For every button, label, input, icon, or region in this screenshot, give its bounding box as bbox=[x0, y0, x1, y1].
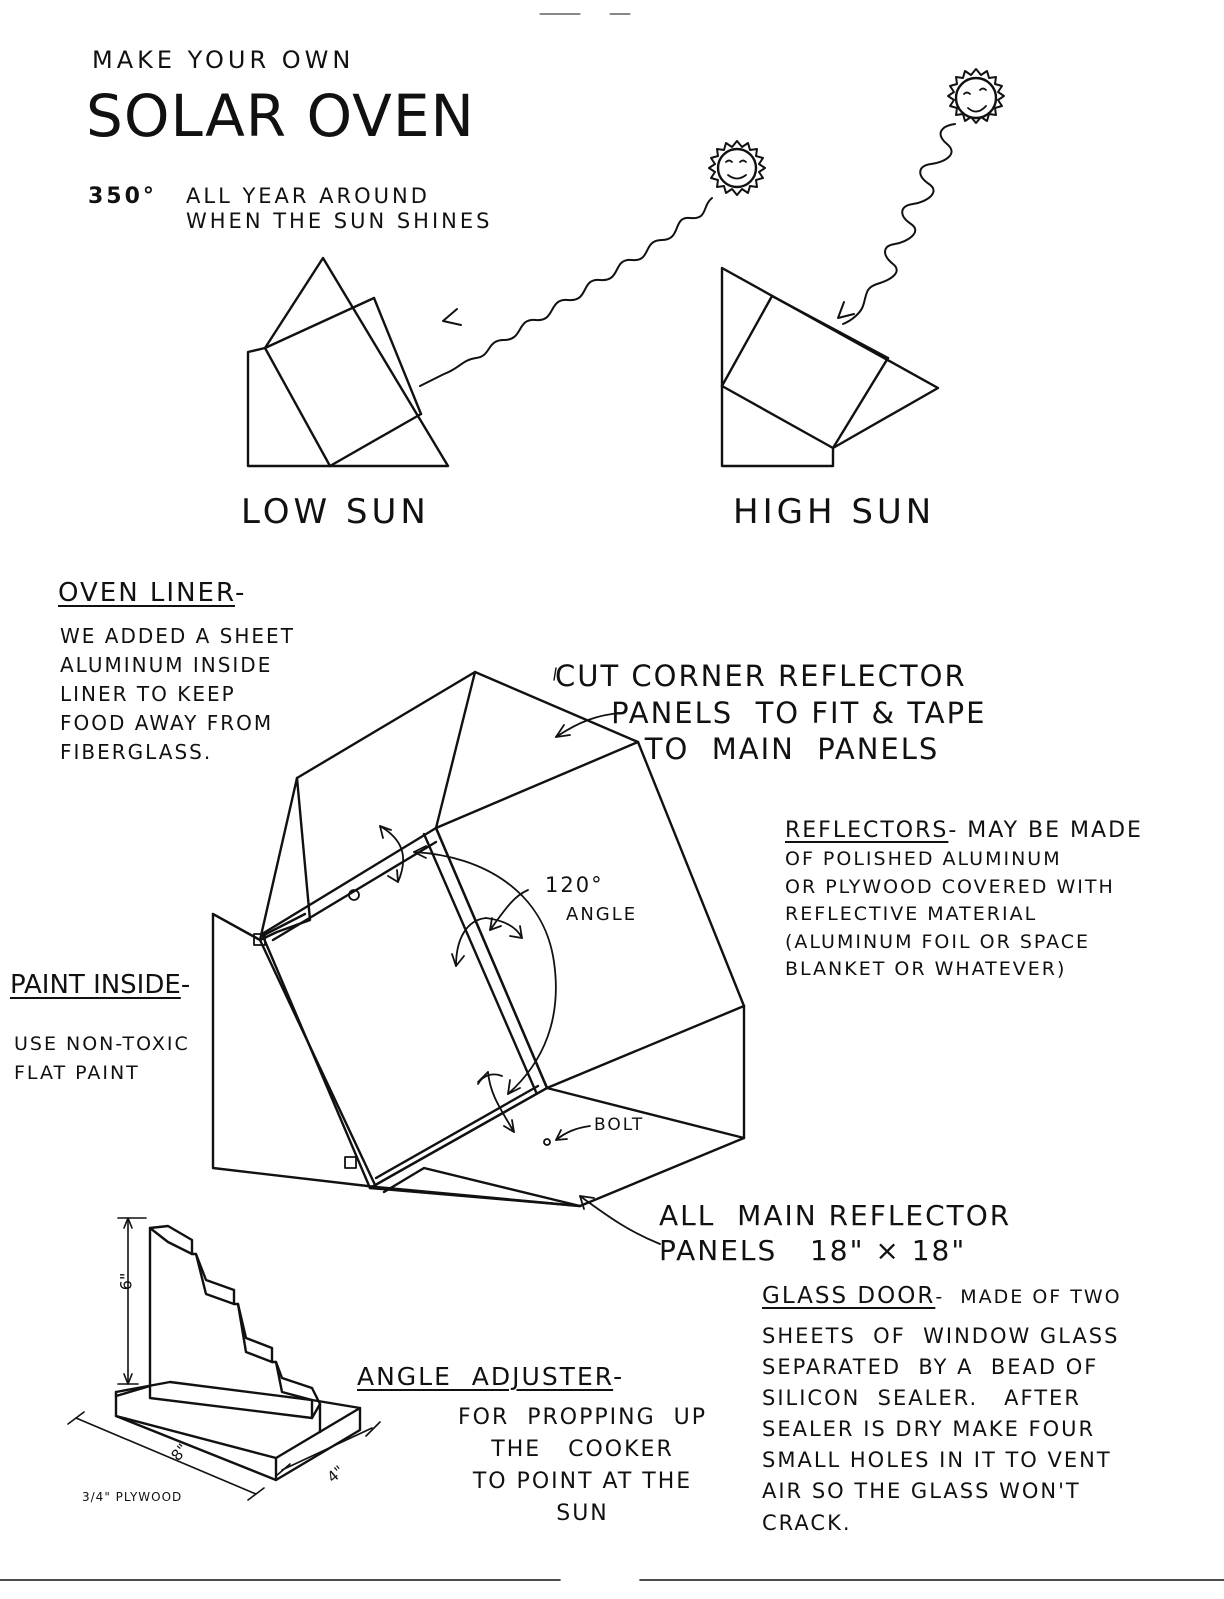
corner-panels-note: CUT CORNER REFLECTOR PANELS TO FIT & TAP… bbox=[555, 659, 987, 767]
angle-adjuster-drawing bbox=[114, 1224, 362, 1482]
temperature-caption-line2: WHEN THE SUN SHINES bbox=[186, 208, 493, 233]
sun-icon bbox=[708, 140, 766, 196]
glass-door-note: SHEETS OF WINDOW GLASS SEPARATED BY A BE… bbox=[762, 1290, 1119, 1539]
angle-label: ANGLE bbox=[566, 904, 638, 925]
glass-door-heading: GLASS DOOR- MADE OF TWO bbox=[762, 1283, 1122, 1310]
sun-ray-arrow bbox=[419, 197, 713, 387]
low-sun-diagram bbox=[246, 256, 450, 468]
oven-box bbox=[211, 776, 378, 1189]
oven-liner-heading-text: OVEN LINER bbox=[58, 578, 235, 608]
page-rules bbox=[0, 13, 1224, 1581]
paint-inside-note: USE NON-TOXIC FLAT PAINT bbox=[14, 1033, 190, 1084]
reflectors-heading-text: REFLECTORS bbox=[785, 818, 949, 843]
dimension-height-label: 6" bbox=[116, 1272, 136, 1291]
angle-degrees-label: 120° bbox=[545, 873, 604, 897]
angle-adjuster-heading-text: ANGLE ADJUSTER bbox=[357, 1362, 614, 1391]
glass-door-first-line: - MADE OF TWO bbox=[935, 1286, 1122, 1308]
reflectors-note: OF POLISHED ALUMINUM OR PLYWOOD COVERED … bbox=[785, 848, 1115, 981]
sun-icon bbox=[947, 68, 1005, 124]
adjuster-dimension-lines bbox=[67, 1217, 381, 1501]
small-title: MAKE YOUR OWN bbox=[92, 46, 355, 74]
oven-liner-heading: OVEN LINER- bbox=[58, 578, 246, 609]
angle-adjuster-heading: ANGLE ADJUSTER- bbox=[357, 1362, 624, 1392]
low-sun-label: LOW SUN bbox=[241, 492, 430, 532]
temperature-caption-line1: ALL YEAR AROUND bbox=[186, 184, 430, 208]
main-panels-note: ALL MAIN REFLECTOR PANELS 18" × 18" bbox=[659, 1199, 1012, 1268]
oven-liner-dash: - bbox=[234, 578, 247, 608]
leader-arrows bbox=[553, 667, 661, 1245]
paint-inside-dash: - bbox=[180, 970, 191, 1000]
angle-120-arc bbox=[413, 845, 557, 1095]
paint-inside-heading: PAINT INSIDE- bbox=[10, 970, 190, 1001]
paint-inside-heading-text: PAINT INSIDE bbox=[10, 970, 181, 1000]
reflectors-first-line: - MAY BE MADE bbox=[948, 818, 1143, 843]
angle-adjuster-dash: - bbox=[613, 1362, 625, 1391]
page-title: SOLAR OVEN bbox=[86, 82, 475, 150]
sun-ray-arrow bbox=[837, 123, 956, 325]
glass-door-body: SHEETS OF WINDOW GLASS SEPARATED BY A BE… bbox=[762, 1324, 1120, 1535]
high-sun-label: HIGH SUN bbox=[733, 492, 936, 532]
oven-liner-note: WE ADDED A SHEET ALUMINUM INSIDE LINER T… bbox=[60, 624, 295, 764]
hinge-arrows bbox=[379, 825, 523, 1133]
angle-adjuster-note: FOR PROPPING UP THE COOKER TO POINT AT T… bbox=[458, 1405, 707, 1526]
reflector-panels bbox=[295, 670, 746, 1208]
temperature-caption: ALL YEAR AROUND WHEN THE SUN SHINES bbox=[186, 184, 492, 234]
high-sun-diagram bbox=[720, 266, 940, 468]
glass-door bbox=[253, 826, 549, 1190]
temperature: 350° bbox=[88, 184, 157, 209]
bolt-label: BOLT bbox=[594, 1115, 645, 1135]
glass-door-heading-text: GLASS DOOR bbox=[762, 1283, 936, 1309]
material-label: 3/4" PLYWOOD bbox=[82, 1490, 183, 1504]
reflectors-heading: REFLECTORS- MAY BE MADE bbox=[785, 818, 1143, 844]
